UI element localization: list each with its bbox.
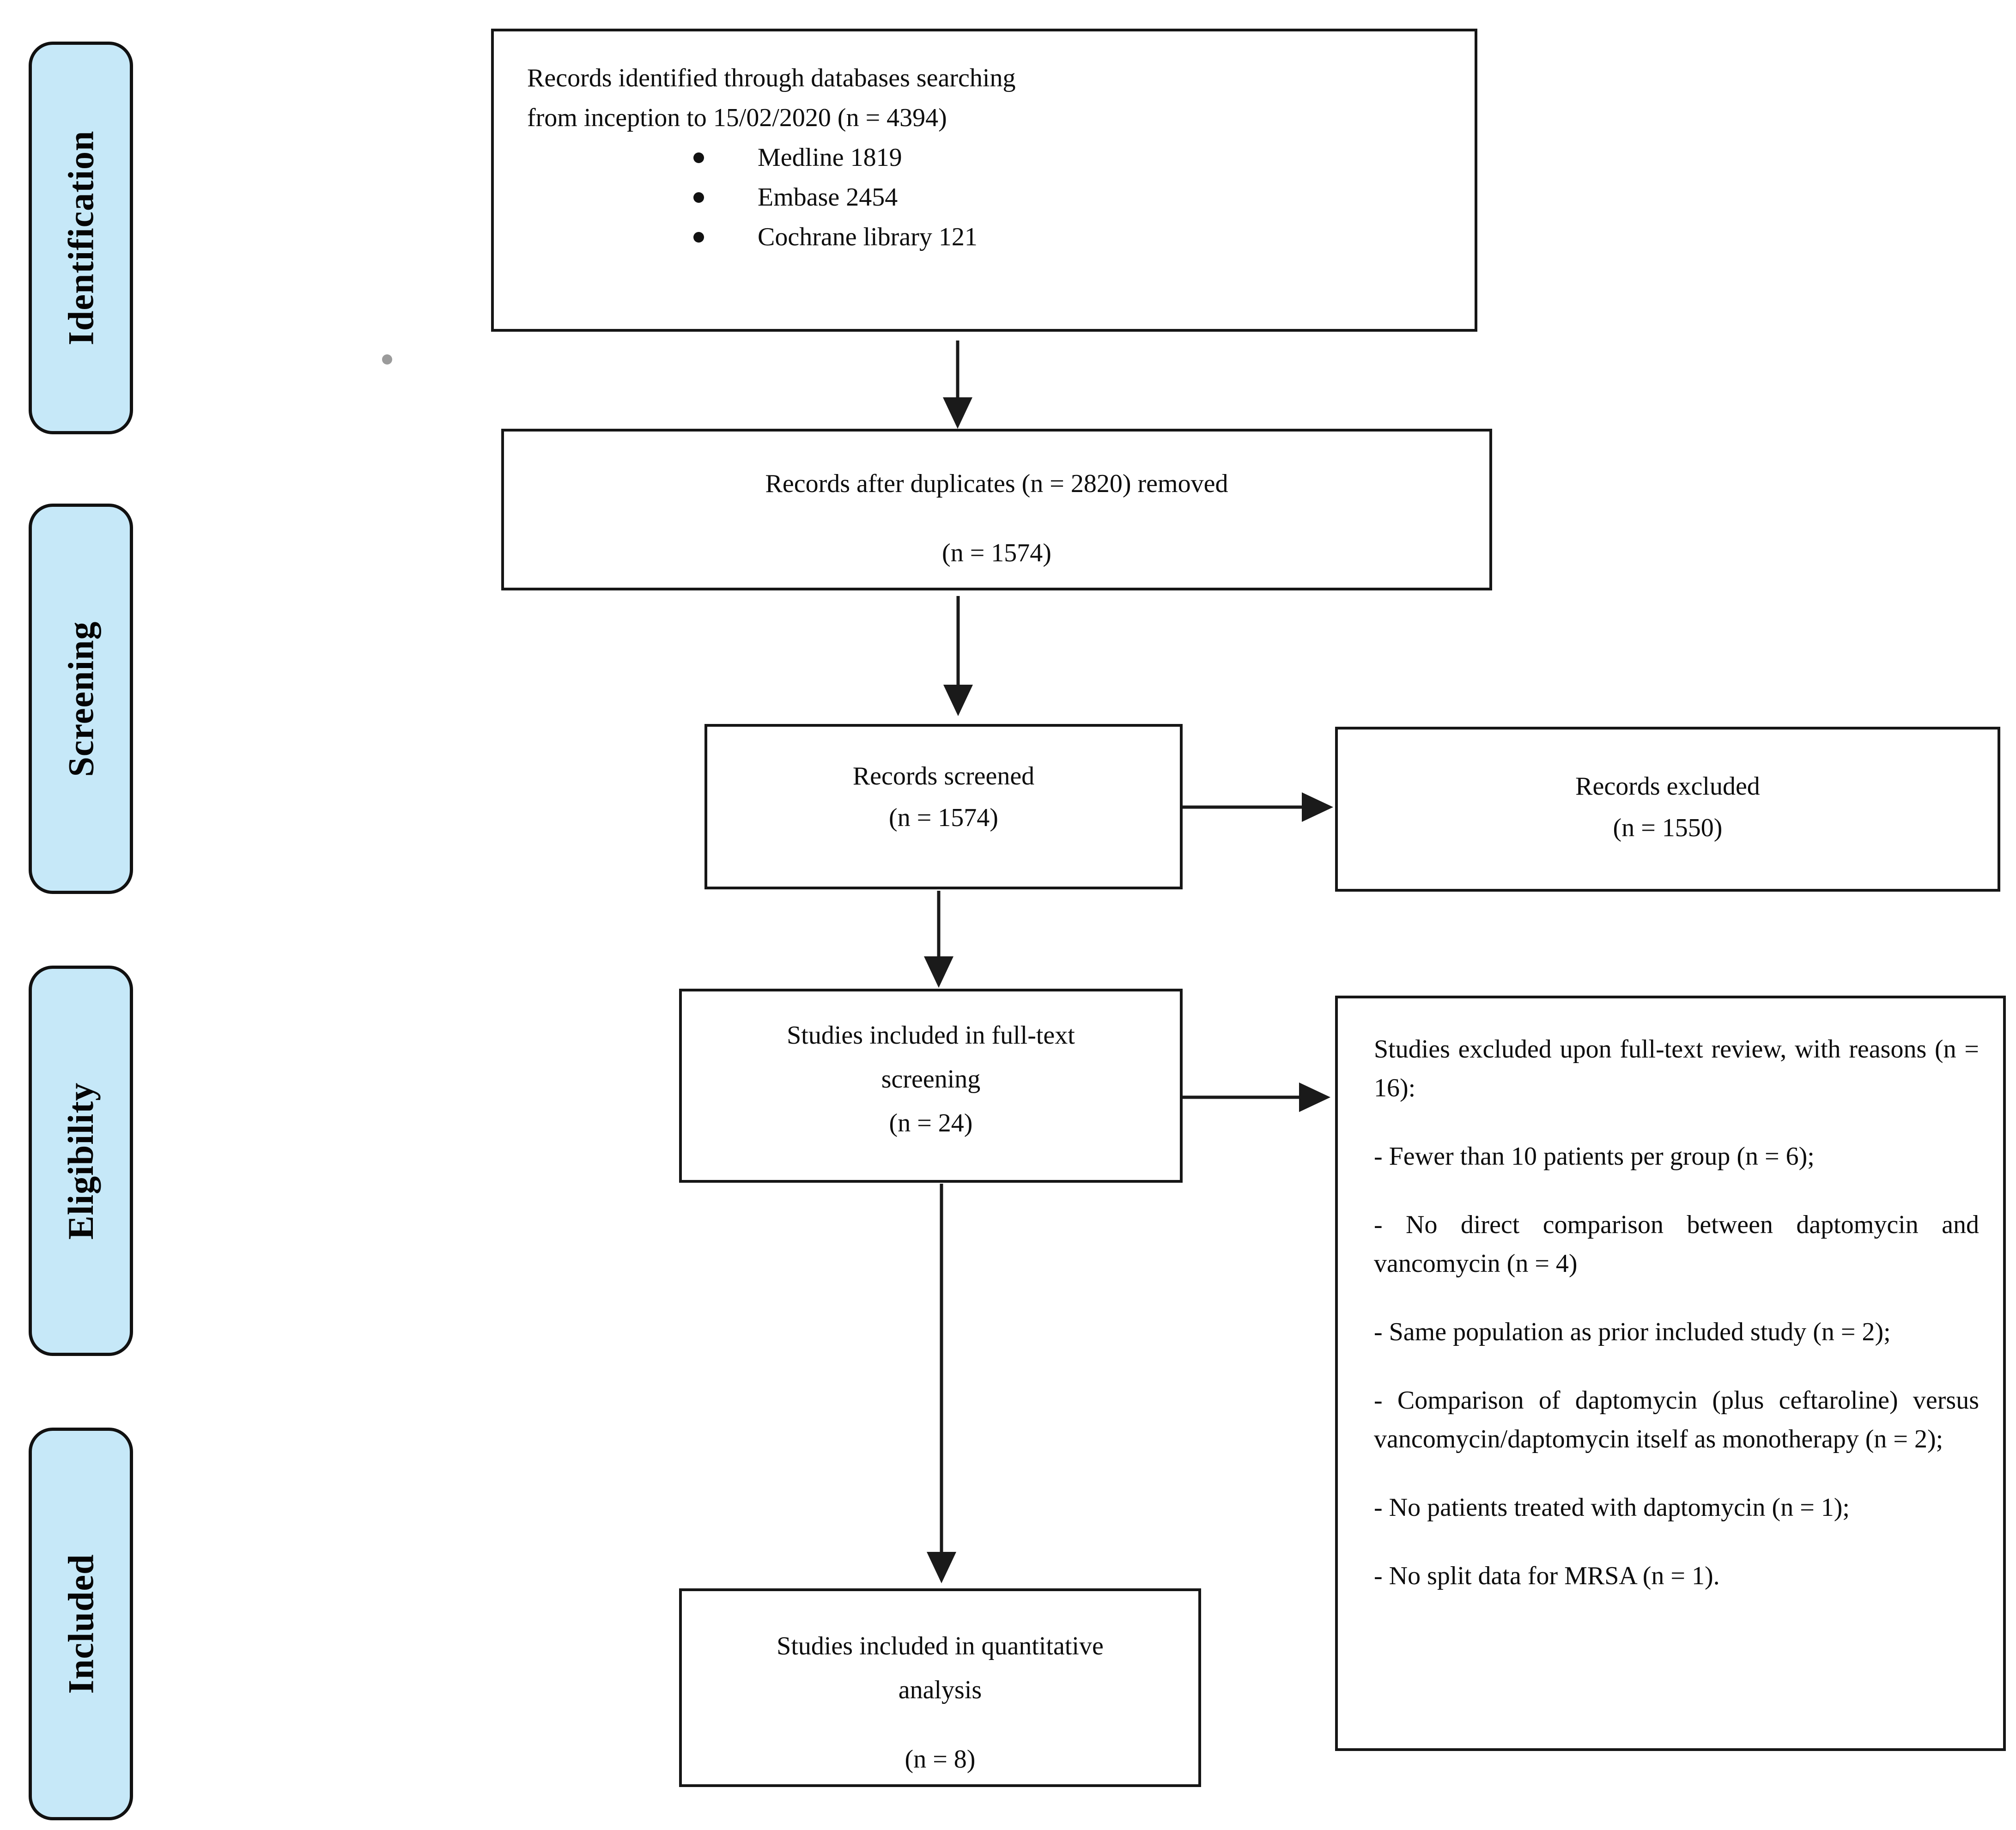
stage-label: Included <box>61 1554 101 1694</box>
screened-count: (n = 1574) <box>889 803 998 832</box>
stage-identification: Identification <box>29 42 133 434</box>
arrow-down-icon <box>943 596 973 716</box>
records-excluded-box: Records excluded (n = 1550) <box>1335 727 2000 892</box>
quantitative-line1: Studies included in quantitative <box>777 1632 1104 1660</box>
fulltext-line2: screening <box>881 1065 981 1094</box>
records-identified-line2: from inception to 15/02/2020 (n = 4394) <box>527 103 947 132</box>
exclusion-reason: - Same population as prior included stud… <box>1374 1318 1891 1346</box>
dedup-line1: Records after duplicates (n = 2820) remo… <box>765 469 1228 498</box>
database-bullet-label: Cochrane library 121 <box>758 223 978 251</box>
quantitative-line2: analysis <box>898 1676 982 1704</box>
bullet-icon <box>693 192 704 203</box>
stage-eligibility: Eligibility <box>29 966 133 1356</box>
fulltext-excluded-box: Studies excluded upon full-text review, … <box>1335 996 2006 1751</box>
fulltext-excluded-header: Studies excluded upon full-text review, … <box>1374 1035 1979 1102</box>
exclusion-reason: - Comparison of daptomycin (plus ceftaro… <box>1374 1386 1979 1453</box>
exclusion-reason: - No patients treated with daptomycin (n… <box>1374 1493 1850 1522</box>
database-bullet-item: Medline 1819 <box>693 138 1451 177</box>
exclusion-reason: - No split data for MRSA (n = 1). <box>1374 1562 1720 1590</box>
arrow-right-icon <box>1176 792 1333 822</box>
records-excluded-count: (n = 1550) <box>1613 814 1723 842</box>
stage-included: Included <box>29 1428 133 1820</box>
stage-label: Screening <box>61 621 101 777</box>
exclusion-reason: - No direct comparison between daptomyci… <box>1374 1210 1979 1278</box>
records-screened-box: Records screened (n = 1574) <box>704 724 1183 889</box>
stage-label: Identification <box>61 130 101 346</box>
spacer <box>504 505 1489 532</box>
database-bullet-item: Cochrane library 121 <box>693 217 1451 257</box>
spacer <box>682 1712 1198 1738</box>
quantitative-count: (n = 8) <box>905 1745 976 1774</box>
fulltext-line1: Studies included in full-text <box>787 1021 1075 1050</box>
bullet-icon <box>693 152 704 163</box>
arrow-down-icon <box>924 891 953 988</box>
exclusion-reason: - Fewer than 10 patients per group (n = … <box>1374 1142 1815 1171</box>
stray-dot-artifact <box>382 354 392 365</box>
records-after-duplicates-box: Records after duplicates (n = 2820) remo… <box>501 429 1492 590</box>
dedup-count: (n = 1574) <box>942 539 1051 567</box>
fulltext-screening-box: Studies included in full-text screening … <box>679 989 1183 1183</box>
arrow-right-icon <box>1182 1082 1330 1112</box>
records-identified-box: Records identified through databases sea… <box>491 29 1477 332</box>
arrow-down-icon <box>927 1184 956 1583</box>
stage-screening: Screening <box>29 504 133 894</box>
screened-line1: Records screened <box>852 762 1035 790</box>
bullet-icon <box>693 231 704 243</box>
records-identified-line1: Records identified through databases sea… <box>527 64 1016 92</box>
database-bullet-label: Medline 1819 <box>758 143 902 172</box>
arrow-down-icon <box>943 340 972 429</box>
fulltext-count: (n = 24) <box>889 1109 973 1137</box>
quantitative-analysis-box: Studies included in quantitative analysi… <box>679 1588 1201 1787</box>
records-excluded-line1: Records excluded <box>1575 772 1760 801</box>
database-bullet-item: Embase 2454 <box>693 177 1451 217</box>
stage-label: Eligibility <box>61 1082 101 1240</box>
database-bullet-label: Embase 2454 <box>758 183 898 212</box>
